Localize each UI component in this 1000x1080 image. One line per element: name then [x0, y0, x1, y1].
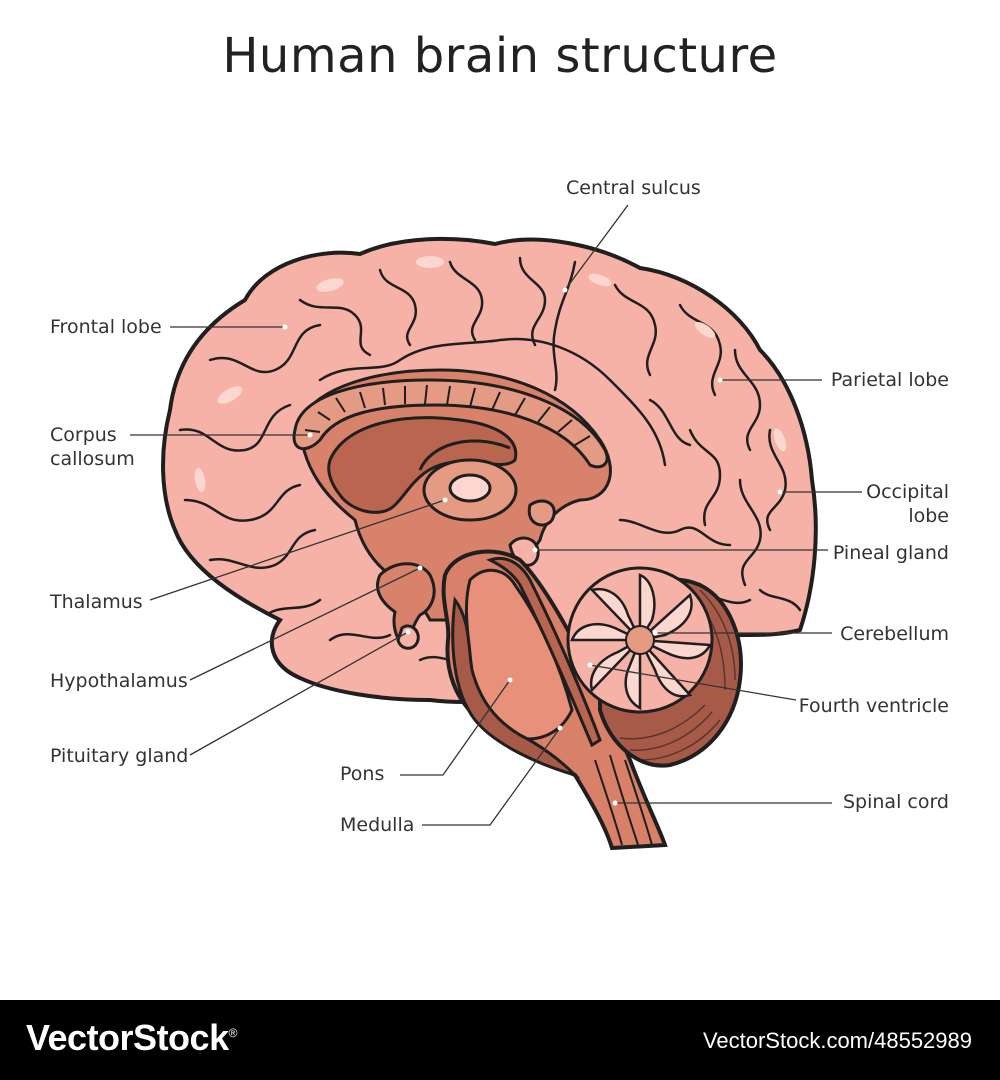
label-corpus-callosum-line1: Corpus: [50, 424, 117, 446]
leader-central-sulcus: [564, 204, 629, 291]
corpus-callosum: [292, 378, 609, 469]
label-pineal-gland: Pineal gland: [832, 542, 949, 564]
diagram-title: Human brain structure: [222, 28, 778, 84]
watermark-brand-text: VectorStock: [26, 1017, 229, 1058]
label-cerebellum: Cerebellum: [840, 623, 949, 645]
leader-pituitary-gland: [189, 631, 409, 756]
spinal-cord-striations: [594, 754, 653, 846]
cortex-highlights: [194, 256, 787, 492]
label-pituitary-gland: Pituitary gland: [50, 745, 189, 767]
label-parietal-lobe: Parietal lobe: [830, 369, 949, 391]
label-pons: Pons: [340, 763, 385, 785]
watermark-logo: VectorStock®: [26, 1017, 237, 1059]
label-central-sulcus: Central sulcus: [566, 177, 701, 199]
label-occipital-lobe-line1: Occipital: [866, 481, 949, 503]
watermark-bar: VectorStock® VectorStock.com/48552989: [0, 1000, 1000, 1080]
label-occipital-lobe-line2: lobe: [908, 505, 949, 527]
cerebellum-arbor-vitae: [570, 573, 713, 711]
label-hypothalamus: Hypothalamus: [50, 670, 188, 692]
label-fourth-ventricle: Fourth ventricle: [798, 695, 949, 717]
leader-fourth-ventricle: [589, 664, 797, 701]
brain-illustration: [130, 204, 862, 851]
label-spinal-cord: Spinal cord: [842, 791, 949, 813]
leader-endpoints: [282, 287, 783, 806]
corpus-callosum-striations: [304, 384, 591, 446]
registered-mark: ®: [228, 1026, 238, 1040]
cerebellum-center: [625, 625, 655, 655]
watermark-url: VectorStock.com/48552989: [702, 1028, 972, 1053]
leader-thalamus: [149, 499, 446, 601]
label-corpus-callosum-line2: callosum: [50, 448, 135, 470]
label-medulla: Medulla: [340, 814, 415, 836]
leader-pons: [400, 679, 511, 776]
pineal-gland-shape: [527, 499, 556, 527]
brainstem-back-shade: [451, 596, 581, 779]
leader-lines: [130, 204, 862, 826]
pituitary-stalk: [396, 624, 420, 650]
label-thalamus: Thalamus: [50, 591, 143, 613]
fornix: [418, 439, 511, 471]
thalamus-center: [448, 473, 492, 503]
diagram-canvas: Human brain structure: [50, 28, 949, 851]
leader-medulla: [422, 727, 561, 826]
fourth-ventricle-channel: [486, 556, 602, 748]
leader-hypothalamus: [189, 567, 421, 681]
label-frontal-lobe: Frontal lobe: [50, 316, 162, 338]
